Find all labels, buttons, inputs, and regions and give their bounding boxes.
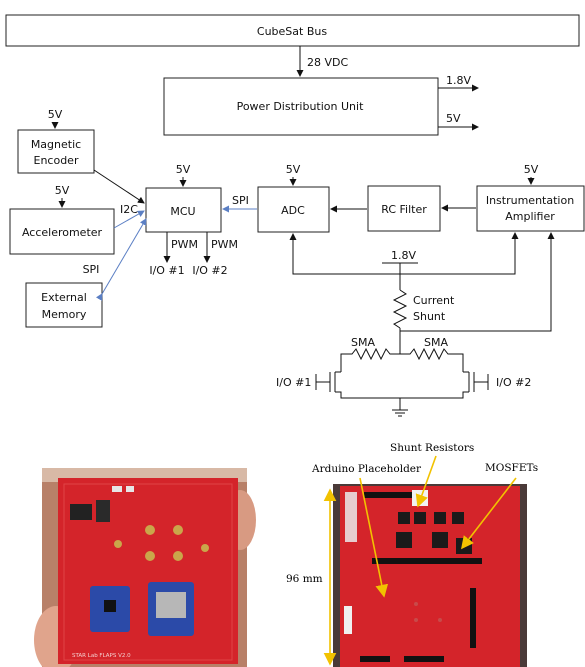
- shunt-high-to-amp-wire: [400, 233, 515, 274]
- mosfet-io-right: I/O #2: [496, 376, 531, 389]
- io-2-label: I/O #2: [192, 264, 227, 277]
- shunt-to-adc-wire: [293, 234, 400, 274]
- external-memory-line2: Memory: [42, 308, 87, 321]
- inst-amp-line2: Amplifier: [505, 210, 555, 223]
- mcu-supply: 5V: [176, 163, 191, 176]
- dimension-label: 96 mm: [286, 573, 323, 585]
- adc-label: ADC: [281, 204, 305, 217]
- label-arduino-placeholder: Arduino Placeholder: [311, 463, 422, 475]
- ic-chip: [70, 504, 92, 520]
- spi-memory-label: SPI: [83, 263, 100, 276]
- i2c-label: I2C: [120, 203, 138, 216]
- pwm-2-label: PWM: [211, 238, 238, 251]
- shunt-supply: 1.8V: [391, 249, 416, 262]
- label-shunt-resistors: Shunt Resistors: [390, 442, 474, 454]
- bus-voltage-label: 28 VDC: [307, 56, 348, 69]
- pwm-1-label: PWM: [171, 238, 198, 251]
- board-silkscreen-label: STAR Lab FLAPS V2.0: [72, 653, 131, 659]
- pdu-out-1-label: 1.8V: [446, 74, 471, 87]
- magnetic-encoder-line1: Magnetic: [31, 138, 81, 151]
- mag-encoder-supply: 5V: [48, 108, 63, 121]
- accelerometer-label: Accelerometer: [22, 226, 103, 239]
- mcu-label: MCU: [170, 205, 195, 218]
- board-photo-left: STAR Lab FLAPS V2.0: [34, 468, 256, 667]
- label-mosfets: MOSFETs: [485, 462, 538, 474]
- spi-adc-label: SPI: [232, 194, 249, 207]
- pdu-label: Power Distribution Unit: [237, 100, 365, 113]
- external-memory-line1: External: [41, 291, 87, 304]
- io-1-label: I/O #1: [149, 264, 184, 277]
- current-shunt-resistor: [394, 290, 406, 328]
- pdu-out-2-label: 5V: [446, 112, 461, 125]
- magnetic-encoder-line2: Encoder: [34, 154, 79, 167]
- inst-amp-box: [477, 186, 584, 231]
- accelerometer-supply: 5V: [55, 184, 70, 197]
- sma-right-label: SMA: [424, 336, 448, 349]
- rc-filter-label: RC Filter: [381, 203, 427, 216]
- cubesat-bus-label: CubeSat Bus: [257, 25, 327, 38]
- mosfet-left-source: [335, 392, 400, 398]
- inst-amp-line1: Instrumentation: [486, 194, 574, 207]
- board-photo-right: [333, 484, 527, 667]
- shunt-line1: Current: [413, 294, 455, 307]
- mosfet-io-left: I/O #1: [276, 376, 311, 389]
- mosfet-right-source: [400, 392, 469, 398]
- sma-right-resistor: [400, 349, 463, 372]
- sma-left-label: SMA: [351, 336, 375, 349]
- sma-left-resistor: [341, 349, 400, 372]
- inst-amp-supply: 5V: [524, 163, 539, 176]
- shunt-line2: Shunt: [413, 310, 446, 323]
- adc-supply: 5V: [286, 163, 301, 176]
- encoder-to-mcu-arrow: [94, 170, 144, 203]
